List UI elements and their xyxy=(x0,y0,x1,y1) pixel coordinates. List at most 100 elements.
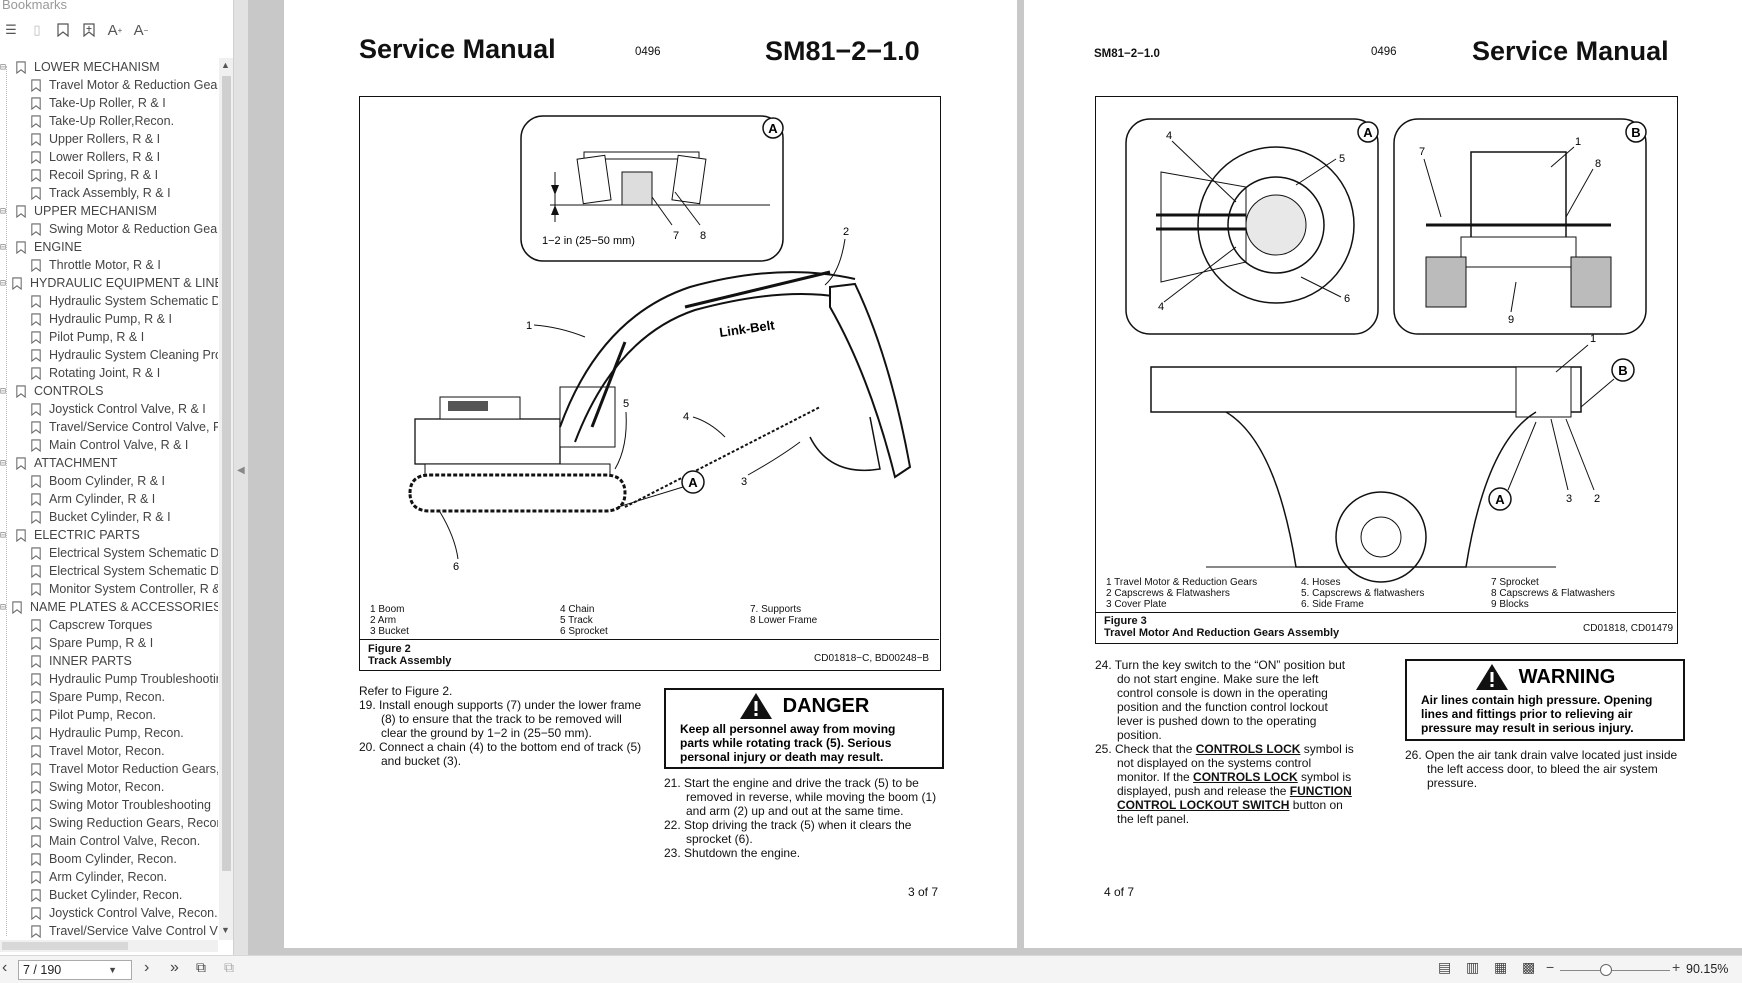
bookmark-item[interactable]: Capscrew Torques xyxy=(0,616,218,634)
bookmark-icon xyxy=(31,438,41,452)
bookmark-item[interactable]: Joystick Control Valve, Recon. xyxy=(0,904,218,922)
bookmark-item[interactable]: Travel/Service Valve Control V: xyxy=(0,922,218,938)
bookmark-section[interactable]: ⊟UPPER MECHANISM xyxy=(0,202,218,220)
bookmarks-scroll-thumb[interactable] xyxy=(222,76,231,871)
bookmark-item[interactable]: Hydraulic Pump, R & I xyxy=(0,310,218,328)
bookmark-section[interactable]: ⊟ENGINE xyxy=(0,238,218,256)
bookmark-item[interactable]: Travel/Service Control Valve, R xyxy=(0,418,218,436)
bookmark-item[interactable]: Hydraulic Pump, Recon. xyxy=(0,724,218,742)
zoom-out-icon[interactable]: − xyxy=(1546,959,1555,975)
bookmark-item[interactable]: Main Control Valve, R & I xyxy=(0,436,218,454)
new-child-bookmark-icon[interactable] xyxy=(80,21,98,39)
bookmark-label: Pilot Pump, R & I xyxy=(49,330,145,344)
bookmark-item[interactable]: Electrical System Schematic Di xyxy=(0,562,218,580)
bookmark-icon xyxy=(31,402,41,416)
bookmark-item[interactable]: Arm Cylinder, R & I xyxy=(0,490,218,508)
decrease-text-size-icon[interactable]: A− xyxy=(133,21,149,39)
bookmark-item[interactable]: Monitor System Controller, R & xyxy=(0,580,218,598)
bookmark-item[interactable]: Electrical System Schematic Di xyxy=(0,544,218,562)
two-page-view-icon[interactable]: ▦ xyxy=(1494,959,1508,975)
bookmark-item[interactable]: Swing Reduction Gears, Recon xyxy=(0,814,218,832)
collapse-toggle-icon[interactable]: ⊟ xyxy=(0,601,7,613)
bookmark-item[interactable]: Rotating Joint, R & I xyxy=(0,364,218,382)
bookmark-item[interactable]: INNER PARTS xyxy=(0,652,218,670)
bookmark-item[interactable]: Travel Motor & Reduction Gea xyxy=(0,76,218,94)
bookmark-item[interactable]: Spare Pump, R & I xyxy=(0,634,218,652)
collapse-toggle-icon[interactable]: ⊟ xyxy=(0,277,7,289)
bookmark-section[interactable]: ⊟CONTROLS xyxy=(0,382,218,400)
previous-page-icon[interactable]: ‹ xyxy=(2,959,8,976)
zoom-slider-thumb[interactable] xyxy=(1600,964,1612,976)
bookmark-section[interactable]: ⊟LOWER MECHANISM xyxy=(0,58,218,76)
bookmark-item[interactable]: Travel Motor Reduction Gears, xyxy=(0,760,218,778)
collapse-toggle-icon[interactable]: ⊟ xyxy=(0,241,7,253)
bookmark-item[interactable]: Pilot Pump, Recon. xyxy=(0,706,218,724)
bookmark-section[interactable]: ⊟NAME PLATES & ACCESSORIES xyxy=(0,598,218,616)
bookmark-item[interactable]: Take-Up Roller, R & I xyxy=(0,94,218,112)
bookmark-section[interactable]: ⊟HYDRAULIC EQUIPMENT & LINES xyxy=(0,274,218,292)
paste-icon[interactable]: ⧉ xyxy=(224,959,234,975)
bookmark-label: Upper Rollers, R & I xyxy=(49,132,161,146)
panel-splitter[interactable]: ◀ xyxy=(234,0,248,955)
figure-2-ref: CD01818−C, BD00248−B xyxy=(814,653,930,664)
bookmark-item[interactable]: Swing Motor & Reduction Gear xyxy=(0,220,218,238)
step-24: 24. Turn the key switch to the “ON” posi… xyxy=(1095,658,1346,742)
page-header-title: Service Manual xyxy=(1472,36,1669,66)
continuous-view-icon[interactable]: ▥ xyxy=(1466,959,1480,975)
bookmark-item[interactable]: Swing Motor Troubleshooting xyxy=(0,796,218,814)
bookmark-label: Throttle Motor, R & I xyxy=(49,258,161,272)
bookmark-icon xyxy=(31,726,41,740)
bookmark-item[interactable]: Joystick Control Valve, R & I xyxy=(0,400,218,418)
bookmark-item[interactable]: Swing Motor, Recon. xyxy=(0,778,218,796)
bookmark-item[interactable]: Pilot Pump, R & I xyxy=(0,328,218,346)
scroll-up-icon[interactable]: ▲ xyxy=(221,60,230,70)
bookmark-item[interactable]: Upper Rollers, R & I xyxy=(0,130,218,148)
bookmark-item[interactable]: Hydraulic System Schematic Di xyxy=(0,292,218,310)
bookmark-item[interactable]: Recoil Spring, R & I xyxy=(0,166,218,184)
options-menu-icon[interactable]: ☰ xyxy=(5,22,17,37)
two-page-continuous-view-icon[interactable]: ▩ xyxy=(1522,959,1536,975)
bookmark-item[interactable]: Bucket Cylinder, Recon. xyxy=(0,886,218,904)
bookmark-section[interactable]: ⊟ATTACHMENT xyxy=(0,454,218,472)
increase-text-size-icon[interactable]: A+ xyxy=(107,21,123,39)
single-page-view-icon[interactable]: ▤ xyxy=(1438,959,1452,975)
copy-icon[interactable]: ⧉ xyxy=(196,959,206,975)
callout-b-detail: B xyxy=(1631,125,1640,140)
new-bookmark-icon[interactable] xyxy=(54,21,72,39)
bookmark-item[interactable]: Lower Rollers, R & I xyxy=(0,148,218,166)
zoom-in-icon[interactable]: + xyxy=(1672,959,1681,975)
bookmark-item[interactable]: Spare Pump, Recon. xyxy=(0,688,218,706)
collapse-toggle-icon[interactable]: ⊟ xyxy=(0,61,7,73)
collapse-toggle-icon[interactable]: ⊟ xyxy=(0,205,7,217)
next-page-icon[interactable]: › xyxy=(144,959,150,976)
zoom-level: 90.15% xyxy=(1686,962,1729,976)
bookmark-item[interactable]: Track Assembly, R & I xyxy=(0,184,218,202)
bookmarks-panel-title: Bookmarks xyxy=(2,0,68,12)
last-page-icon[interactable]: » xyxy=(170,959,179,976)
collapse-toggle-icon[interactable]: ⊟ xyxy=(0,457,7,469)
delete-bookmark-icon[interactable]: ▯ xyxy=(33,22,41,37)
bookmark-item[interactable]: Take-Up Roller,Recon. xyxy=(0,112,218,130)
bookmark-item[interactable]: Arm Cylinder, Recon. xyxy=(0,868,218,886)
bookmark-item[interactable]: Travel Motor, Recon. xyxy=(0,742,218,760)
page-dropdown-icon[interactable]: ▼ xyxy=(108,965,117,975)
bookmarks-hscroll-thumb[interactable] xyxy=(2,942,128,950)
collapse-toggle-icon[interactable]: ⊟ xyxy=(0,529,7,541)
collapse-toggle-icon[interactable]: ⊟ xyxy=(0,385,7,397)
bookmark-item[interactable]: Bucket Cylinder, R & I xyxy=(0,508,218,526)
page-number-input[interactable]: 7 / 190▼ xyxy=(18,960,132,980)
bookmark-section[interactable]: ⊟ELECTRIC PARTS xyxy=(0,526,218,544)
bookmark-label: Spare Pump, Recon. xyxy=(49,690,166,704)
bookmark-item[interactable]: Hydraulic System Cleaning Proc xyxy=(0,346,218,364)
bookmark-item[interactable]: Hydraulic Pump Troubleshootin xyxy=(0,670,218,688)
bookmark-item[interactable]: Boom Cylinder, Recon. xyxy=(0,850,218,868)
bookmark-item[interactable]: Throttle Motor, R & I xyxy=(0,256,218,274)
bookmark-item[interactable]: Boom Cylinder, R & I xyxy=(0,472,218,490)
scroll-down-icon[interactable]: ▼ xyxy=(221,925,230,935)
bookmark-item[interactable]: Main Control Valve, Recon. xyxy=(0,832,218,850)
collapse-panel-icon[interactable]: ◀ xyxy=(237,465,245,476)
zoom-slider-track[interactable] xyxy=(1560,970,1670,971)
